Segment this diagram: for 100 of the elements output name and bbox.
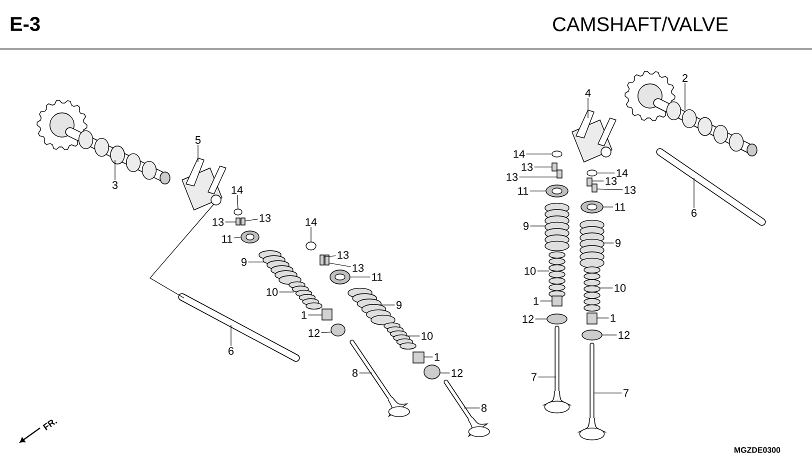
- stem-seal: [586, 312, 598, 324]
- stem-seal: [552, 296, 562, 306]
- leader-line: [114, 160, 116, 180]
- callout-number: 9: [396, 301, 402, 309]
- valve-spring-drawing: [580, 220, 604, 268]
- valve-spring-drawing: [288, 281, 322, 310]
- leader-line: [378, 304, 396, 306]
- leader-line: [230, 324, 232, 346]
- callout-number: 7: [624, 389, 628, 397]
- callout-number: 14: [306, 218, 317, 226]
- valve-spring-drawing: [584, 266, 600, 312]
- valve-cotter: [320, 254, 324, 266]
- direction-label: FR.: [42, 420, 58, 430]
- callout-number: 13: [338, 251, 349, 259]
- rocker-shaft-drawing: [656, 148, 766, 226]
- callout-number: 1: [302, 311, 307, 319]
- leader-line: [308, 314, 322, 316]
- callout-number: 13: [624, 186, 636, 194]
- valve-spring-drawing: [384, 322, 416, 350]
- leader-line: [328, 262, 352, 268]
- callout-number: 12: [618, 331, 630, 339]
- rocker-arm-drawing: [182, 158, 226, 210]
- leader-line: [310, 226, 312, 242]
- valve-drawing: [350, 340, 410, 418]
- callout-number: 13: [506, 173, 518, 181]
- leader-line: [150, 204, 214, 298]
- valve-drawing: [444, 380, 490, 438]
- valve-cotter: [592, 184, 598, 192]
- leader-line: [540, 300, 552, 302]
- valve-cap: [586, 170, 598, 176]
- callout-number: 12: [452, 369, 463, 377]
- callout-number: 9: [241, 258, 247, 266]
- valve-cotter: [552, 162, 558, 172]
- rocker-arm-drawing: [572, 110, 616, 162]
- valve-cap: [234, 208, 242, 216]
- valve-cotter: [556, 170, 562, 178]
- valve-cotter: [586, 178, 592, 186]
- leader-line: [350, 276, 370, 278]
- stem-seal: [322, 308, 332, 320]
- leader-line: [519, 176, 558, 178]
- page-code: E-3: [10, 16, 40, 32]
- callout-number: 13: [260, 214, 271, 222]
- spring-retainer-drawing: [330, 270, 350, 284]
- spring-seat: [546, 314, 568, 324]
- leader-line: [602, 334, 618, 336]
- callout-number: 10: [614, 284, 626, 292]
- callout-number: 12: [308, 329, 320, 337]
- valve-spring-drawing: [548, 251, 566, 298]
- valve-spring-drawing: [258, 250, 302, 285]
- leader-line: [236, 194, 238, 210]
- callout-number: 14: [514, 150, 525, 158]
- spring-retainer-drawing: [580, 200, 604, 214]
- leader-line: [534, 166, 552, 168]
- title: CAMSHAFT/VALVE: [553, 16, 728, 32]
- callout-number: 14: [232, 186, 243, 194]
- callout-number: 11: [518, 187, 528, 195]
- leader-line: [604, 242, 614, 244]
- callout-number: 11: [222, 235, 232, 243]
- spring-seat: [424, 364, 440, 380]
- leader-line: [592, 180, 604, 182]
- callout-number: 4: [585, 89, 591, 97]
- callout-number: 7: [532, 373, 536, 381]
- callout-number: 11: [372, 273, 382, 281]
- leader-line: [234, 236, 242, 238]
- leader-line: [358, 372, 372, 374]
- callout-number: 13: [522, 163, 533, 171]
- valve-spring-drawing: [544, 202, 570, 252]
- spring-retainer-drawing: [546, 184, 568, 198]
- leader-line: [424, 356, 434, 358]
- leader-line: [538, 376, 556, 378]
- valve-drawing: [578, 342, 606, 440]
- callout-number: 1: [534, 297, 539, 305]
- leader-line: [602, 206, 614, 208]
- spring-seat: [582, 330, 602, 340]
- callout-number: 10: [524, 267, 536, 275]
- spring-retainer-drawing: [240, 230, 260, 244]
- callout-number: 10: [266, 288, 278, 296]
- callout-number: 1: [610, 314, 616, 322]
- valve-spring-drawing: [348, 288, 396, 326]
- callout-number: 14: [616, 169, 628, 177]
- valve-cotter: [240, 218, 246, 226]
- leader-line: [537, 270, 550, 272]
- camshaft-drawing: [624, 70, 758, 156]
- callout-number: 1: [434, 353, 440, 361]
- leader-line: [596, 172, 616, 174]
- valve-cotter: [236, 218, 240, 226]
- callout-number: 13: [212, 218, 224, 226]
- callout-number: 13: [606, 177, 617, 185]
- leader-line: [324, 255, 336, 258]
- leader-line: [594, 392, 622, 394]
- callout-number: 13: [352, 264, 364, 272]
- valve-cotter: [324, 254, 330, 266]
- callout-number: 9: [615, 239, 621, 247]
- leader-line: [321, 332, 332, 333]
- valve-cap: [552, 150, 562, 158]
- leader-line: [440, 372, 450, 374]
- callout-number: 5: [195, 136, 201, 144]
- leader-line: [596, 188, 624, 190]
- spring-seat: [330, 324, 346, 336]
- callout-number: 10: [422, 332, 433, 340]
